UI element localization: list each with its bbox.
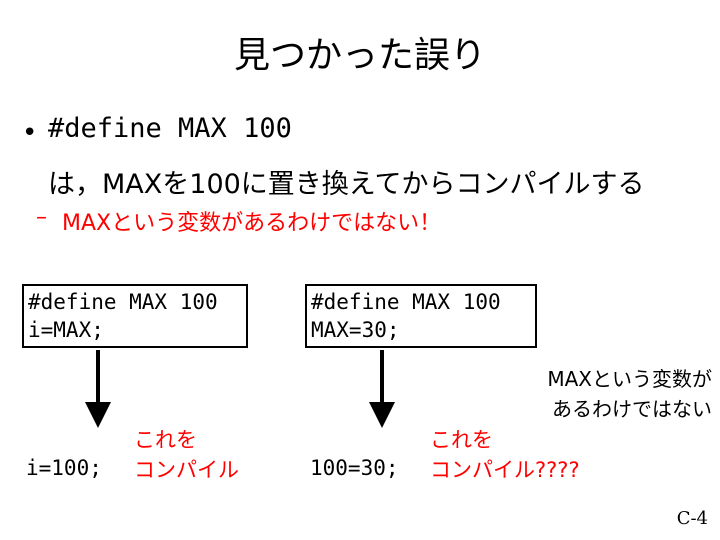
right-note-line2: あるわけではない bbox=[552, 397, 712, 421]
right-note-line1: MAXという変数が bbox=[547, 367, 712, 391]
left-result: i=100; bbox=[26, 456, 102, 480]
right-arrow-head bbox=[369, 402, 395, 428]
right-result: 100=30; bbox=[310, 456, 399, 480]
right-code-line2: MAX=30; bbox=[311, 318, 400, 342]
bullet-text-line1: #define MAX 100 bbox=[48, 113, 292, 144]
bullet-text-line2: は，MAXを100に置き換えてからコンパイルする bbox=[48, 169, 645, 200]
right-label-line1: これを bbox=[430, 428, 493, 452]
slide-title: 見つかった誤り bbox=[233, 35, 486, 76]
left-code-line2: i=MAX; bbox=[28, 318, 104, 342]
page-number: C-4 bbox=[676, 508, 708, 529]
sub-bullet-marker: – bbox=[36, 205, 47, 230]
sub-bullet-text: MAXという変数があるわけではない！ bbox=[62, 211, 442, 236]
left-code-line1: #define MAX 100 bbox=[28, 290, 218, 314]
left-label-line1: これを bbox=[134, 428, 197, 452]
right-arrow-shaft bbox=[380, 350, 384, 404]
right-label-line2: コンパイル???? bbox=[430, 458, 580, 482]
left-arrow-shaft bbox=[96, 350, 100, 404]
right-code-line1: #define MAX 100 bbox=[311, 290, 501, 314]
bullet-marker: • bbox=[22, 118, 38, 148]
left-code-box: #define MAX 100 i=MAX; bbox=[22, 284, 248, 348]
left-arrow-head bbox=[85, 402, 111, 428]
left-label-line2: コンパイル bbox=[134, 458, 239, 482]
